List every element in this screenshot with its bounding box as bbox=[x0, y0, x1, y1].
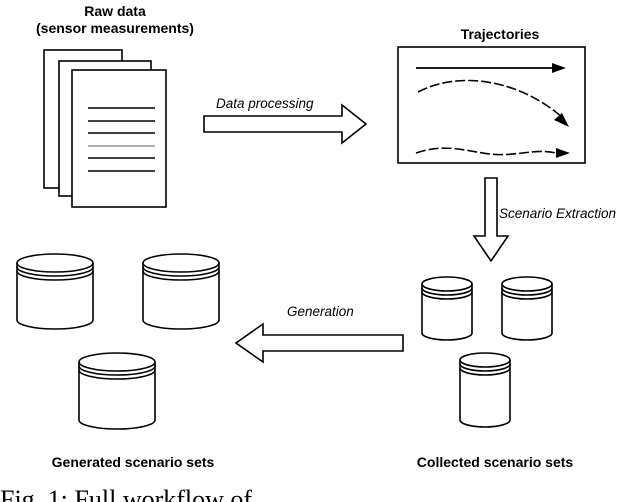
raw-data-subtitle: (sensor measurements) bbox=[36, 20, 194, 36]
generated-scenario-sets bbox=[16, 253, 220, 430]
arrowhead-icon bbox=[554, 113, 569, 127]
arrowhead-icon bbox=[552, 63, 566, 73]
generation-label: Generation bbox=[287, 304, 354, 319]
collected-scenario-sets-label: Collected scenario sets bbox=[417, 454, 574, 470]
document-text-lines bbox=[88, 107, 155, 172]
arrowhead-icon bbox=[556, 148, 570, 158]
trajectory-line-wavy bbox=[415, 147, 557, 156]
raw-data-title: Raw data bbox=[84, 3, 146, 19]
cylinder-icon bbox=[421, 276, 473, 341]
cylinder-icon bbox=[501, 276, 553, 341]
data-processing-arrow bbox=[203, 103, 368, 145]
collected-scenario-sets bbox=[421, 276, 553, 428]
cylinder-icon bbox=[459, 352, 511, 428]
cylinder-icon bbox=[16, 253, 94, 330]
raw-data-document-stack bbox=[43, 49, 167, 208]
cylinder-icon bbox=[78, 352, 156, 430]
trajectories-frame bbox=[397, 46, 586, 164]
scenario-extraction-arrow bbox=[472, 177, 510, 263]
cylinder-icon bbox=[142, 253, 220, 330]
trajectory-line-curve bbox=[417, 79, 564, 119]
trajectories-title: Trajectories bbox=[461, 26, 540, 42]
document-sheet-front bbox=[71, 69, 167, 208]
data-processing-label: Data processing bbox=[216, 96, 314, 111]
trajectories-box bbox=[397, 46, 586, 164]
generated-scenario-sets-label: Generated scenario sets bbox=[52, 454, 215, 470]
figure-caption: Fig. 1: Full workflow of ... bbox=[0, 485, 278, 502]
scenario-extraction-label: Scenario Extraction bbox=[499, 206, 616, 221]
generation-arrow bbox=[234, 322, 404, 364]
